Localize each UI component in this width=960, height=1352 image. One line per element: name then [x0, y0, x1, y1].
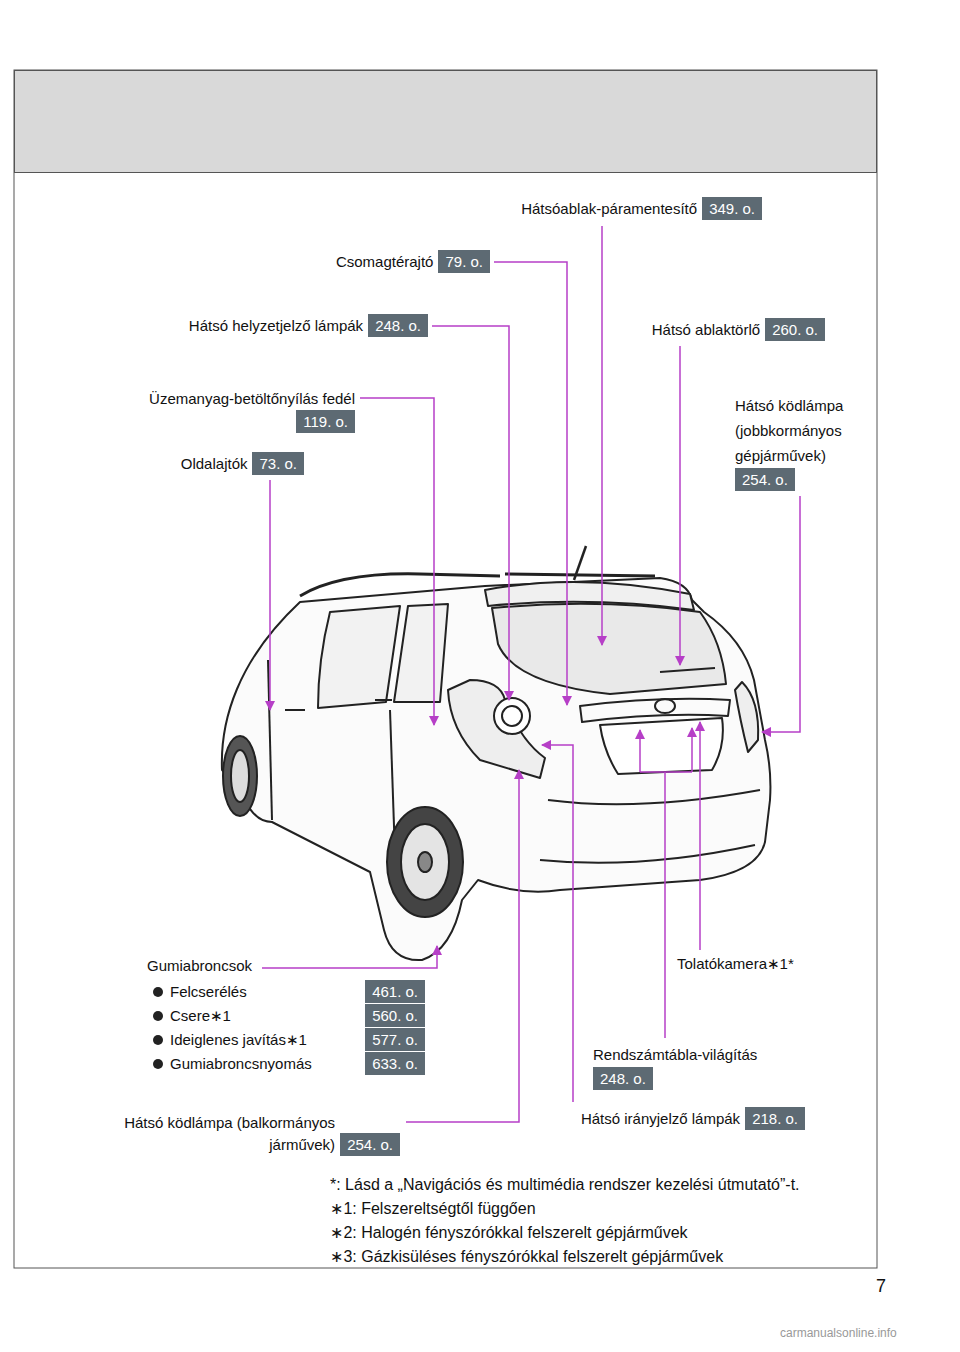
bullets	[153, 987, 163, 1069]
label: *: Lásd a „Navigációs és multimédia rend…	[330, 1174, 800, 1196]
label: Tolatókamera∗1*	[677, 955, 794, 973]
part-name: Hátsó irányjelző lámpák	[581, 1107, 740, 1130]
page-reference: 254. o.	[340, 1133, 400, 1156]
callout: Hátsó ködlámpa (jobbkormányos gépjárműve…	[735, 393, 865, 491]
part-name: Felcserélés	[170, 980, 247, 1003]
callout: Csomagtérajtó79. o.	[336, 250, 490, 273]
label: Gumiabroncsok	[147, 957, 252, 974]
callout: Rendszámtábla-világítás248. o.	[593, 1042, 757, 1090]
callout: Csere∗1 560. o.	[170, 1004, 425, 1027]
callout: Oldalajtók73. o.	[181, 452, 304, 475]
part-name: Csere∗1	[170, 1004, 231, 1027]
car-drawing	[222, 546, 771, 960]
callout: Hátsó ködlámpa (balkormányos járművek)25…	[90, 1112, 400, 1156]
page-reference: 79. o.	[438, 250, 490, 273]
label: ∗2: Halogén fényszórókkal felszerelt gép…	[330, 1222, 688, 1244]
page-reference: 577. o.	[365, 1028, 425, 1051]
page-reference: 560. o.	[365, 1004, 425, 1027]
callout: Hátsó helyzetjelző lámpák248. o.	[189, 314, 428, 337]
leader-lines	[262, 226, 800, 1122]
page-reference: 461. o.	[365, 980, 425, 1003]
callout: Felcserélés 461. o.	[170, 980, 425, 1003]
header-band	[15, 71, 877, 173]
page-reference: 633. o.	[365, 1052, 425, 1075]
part-name: Oldalajtók	[181, 452, 248, 475]
part-name: Rendszámtábla-világítás	[593, 1042, 757, 1067]
page-reference: 248. o.	[593, 1067, 653, 1090]
callout: Hátsó irányjelző lámpák218. o.	[581, 1107, 805, 1130]
label: ∗1: Felszereltségtől függően	[330, 1198, 536, 1220]
part-name: Hátsó helyzetjelző lámpák	[189, 314, 363, 337]
callout: Üzemanyag-betöltőnyílás fedél119. o.	[149, 388, 355, 433]
part-name: Ideiglenes javítás∗1	[170, 1028, 307, 1051]
page-frame	[14, 70, 877, 1268]
label: ∗3: Gázkisüléses fényszórókkal felszerel…	[330, 1246, 723, 1268]
page-reference: 119. o.	[296, 410, 355, 433]
label: 7	[876, 1276, 886, 1297]
part-name: Gumiabroncsnyomás	[170, 1052, 312, 1075]
page-reference: 254. o.	[735, 468, 795, 491]
page-reference: 73. o.	[252, 452, 304, 475]
callout: Ideiglenes javítás∗1 577. o.	[170, 1028, 425, 1051]
page-reference: 260. o.	[765, 318, 825, 341]
page-reference: 248. o.	[368, 314, 428, 337]
page-reference: 349. o.	[702, 197, 762, 220]
part-name: Hátsó ablaktörlő	[652, 318, 760, 341]
label: carmanualsonline.info	[780, 1326, 897, 1340]
page-reference: 218. o.	[745, 1107, 805, 1130]
callout: Gumiabroncsnyomás 633. o.	[170, 1052, 425, 1075]
part-name: Hátsó ködlámpa (jobbkormányos gépjárműve…	[735, 393, 865, 468]
part-name: Hátsó ködlámpa (balkormányos járművek)	[90, 1112, 335, 1156]
callout: Hátsóablak-páramentesítő349. o.	[521, 197, 762, 220]
part-name: Hátsóablak-páramentesítő	[521, 197, 697, 220]
part-name: Csomagtérajtó	[336, 250, 434, 273]
callout: Hátsó ablaktörlő260. o.	[652, 318, 825, 341]
part-name: Üzemanyag-betöltőnyílás fedél	[149, 388, 355, 410]
